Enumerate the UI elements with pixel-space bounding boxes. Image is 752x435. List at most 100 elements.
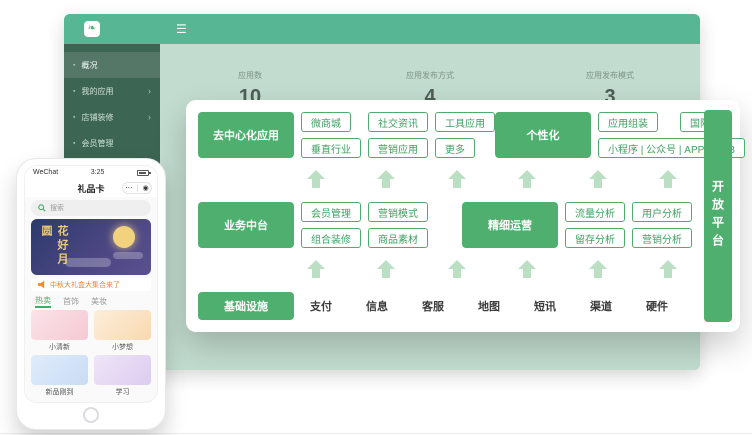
block-decentralized-apps: 去中心化应用 xyxy=(198,112,294,158)
arch-button-micro-mall[interactable]: 微商城 xyxy=(301,112,351,132)
button-grid: 会员管理 营销模式 组合装修 商品素材 xyxy=(301,202,428,248)
capsule-divider xyxy=(136,184,138,192)
up-arrow-icon xyxy=(588,259,608,280)
home-button[interactable] xyxy=(83,407,99,423)
up-arrow-icon xyxy=(447,169,467,190)
architecture-card: 去中心化应用 微商城 社交资讯 工具应用 垂直行业 营销应用 更多 个性化 应用… xyxy=(186,100,746,332)
sidebar-item-overview[interactable]: ▪ 概况 xyxy=(64,52,160,78)
up-arrow-icon xyxy=(306,169,326,190)
arrow-row xyxy=(198,259,692,281)
product-card[interactable]: 小梦想 xyxy=(94,310,151,352)
menu-bullet-icon: ▪ xyxy=(73,61,76,69)
cloud-icon xyxy=(113,252,143,259)
sidebar-item-label: 会员管理 xyxy=(81,138,114,148)
arch-button-retention-analysis[interactable]: 留存分析 xyxy=(565,228,625,248)
category-tabs: 热卖 首饰 美妆 xyxy=(25,294,157,308)
up-arrow-icon xyxy=(658,169,678,190)
logo-glyph: ❧ xyxy=(87,23,97,34)
product-card[interactable]: 学习 xyxy=(94,355,151,397)
arch-button-marketing-mode[interactable]: 营销模式 xyxy=(368,202,428,222)
chevron-right-icon: › xyxy=(148,112,151,122)
phone-screen: WeChat 3:25 礼品卡 ⋯ ◉ 搜索 花好月圆 xyxy=(24,165,158,403)
up-arrow-icon xyxy=(306,259,326,280)
group-business-platform: 业务中台 会员管理 营销模式 组合装修 商品素材 xyxy=(198,202,428,248)
app-logo-icon: ❧ xyxy=(84,21,100,37)
sidebar-item-members[interactable]: ▪ 会员管理 xyxy=(64,130,160,156)
status-bar: WeChat 3:25 xyxy=(25,166,157,179)
product-caption: 小清新 xyxy=(49,344,70,351)
product-caption: 小梦想 xyxy=(112,344,133,351)
group-fine-operation: 精细运营 流量分析 用户分析 留存分析 营销分析 xyxy=(462,202,692,248)
sidebar-item-shop-decoration[interactable]: ▪ 店铺装修 › xyxy=(64,104,160,130)
arch-button-app-assembly[interactable]: 应用组装 xyxy=(598,112,658,132)
moon-icon xyxy=(113,226,135,248)
menu-bullet-icon: ▪ xyxy=(73,87,76,95)
tab-jewelry[interactable]: 首饰 xyxy=(63,296,79,306)
search-input[interactable]: 搜索 xyxy=(31,200,151,216)
block-fine-operation: 精细运营 xyxy=(462,202,558,248)
banner[interactable]: 花好月圆 xyxy=(31,219,151,275)
arch-button-tool-apps[interactable]: 工具应用 xyxy=(435,112,495,132)
sidebar-item-label: 概况 xyxy=(81,60,98,70)
button-grid: 微商城 社交资讯 工具应用 垂直行业 营销应用 更多 xyxy=(301,112,495,158)
product-image xyxy=(31,310,88,340)
menu-bullet-icon: ▪ xyxy=(73,113,76,121)
arch-button-product-material[interactable]: 商品素材 xyxy=(368,228,428,248)
infra-item-channel: 渠道 xyxy=(590,301,612,313)
up-arrow-icon xyxy=(447,259,467,280)
infra-item-map: 地图 xyxy=(478,301,500,313)
product-caption: 学习 xyxy=(115,389,130,396)
tab-beauty[interactable]: 美妆 xyxy=(91,296,107,306)
group-decentralized-apps: 去中心化应用 微商城 社交资讯 工具应用 垂直行业 营销应用 更多 xyxy=(198,112,495,158)
status-carrier: WeChat xyxy=(33,169,59,176)
more-icon[interactable]: ⋯ xyxy=(125,185,133,192)
arch-row-infrastructure: 基础设施 支付 信息 客服 地图 短讯 渠道 硬件 xyxy=(198,292,692,320)
infrastructure-items: 支付 信息 客服 地图 短讯 渠道 硬件 xyxy=(294,298,692,314)
block-personalization: 个性化 xyxy=(495,112,591,158)
up-arrow-icon xyxy=(376,169,396,190)
stat-value: 3 xyxy=(604,86,616,108)
tab-hot[interactable]: 热卖 xyxy=(35,295,51,308)
architecture-rows: 去中心化应用 微商城 社交资讯 工具应用 垂直行业 营销应用 更多 个性化 应用… xyxy=(198,112,746,320)
infra-item-payment: 支付 xyxy=(310,301,332,313)
arch-button-more[interactable]: 更多 xyxy=(435,138,475,158)
mini-program-navbar: 礼品卡 ⋯ ◉ xyxy=(25,179,157,197)
arch-row-middle-platform: 业务中台 会员管理 营销模式 组合装修 商品素材 精细运营 流量分析 用户分析 … xyxy=(198,202,692,248)
product-grid: 小清新 小梦想 新品刚到 学习 xyxy=(25,308,157,397)
wechat-capsule: ⋯ ◉ xyxy=(122,182,152,194)
up-arrow-icon xyxy=(588,169,608,190)
up-arrow-icon xyxy=(517,259,537,280)
megaphone-icon xyxy=(37,280,45,289)
dashboard-header: ❧ ☰ xyxy=(64,14,700,44)
page-divider xyxy=(0,433,752,434)
product-card[interactable]: 小清新 xyxy=(31,310,88,352)
up-arrow-icon xyxy=(376,259,396,280)
hamburger-icon[interactable]: ☰ xyxy=(176,22,187,36)
sidebar-item-label: 我的应用 xyxy=(81,86,114,96)
arch-button-user-analysis[interactable]: 用户分析 xyxy=(632,202,692,222)
product-image xyxy=(94,310,151,340)
phone-chin xyxy=(24,407,158,431)
notice-bar: 中秋大礼盒大集合来了 xyxy=(31,278,151,291)
up-arrow-icon xyxy=(658,259,678,280)
arch-button-member-management[interactable]: 会员管理 xyxy=(301,202,361,222)
arch-button-social-info[interactable]: 社交资讯 xyxy=(368,112,428,132)
arch-button-traffic-analysis[interactable]: 流量分析 xyxy=(565,202,625,222)
arch-button-combined-decoration[interactable]: 组合装修 xyxy=(301,228,361,248)
chevron-right-icon: › xyxy=(148,86,151,96)
battery-icon xyxy=(136,169,151,176)
arch-button-marketing-analysis[interactable]: 营销分析 xyxy=(632,228,692,248)
arch-button-vertical-industry[interactable]: 垂直行业 xyxy=(301,138,361,158)
stat-label: 应用发布模式 xyxy=(586,71,634,80)
product-card[interactable]: 新品刚到 xyxy=(31,355,88,397)
sidebar-item-my-apps[interactable]: ▪ 我的应用 › xyxy=(64,78,160,104)
block-business-platform: 业务中台 xyxy=(198,202,294,248)
menu-bullet-icon: ▪ xyxy=(73,139,76,147)
product-image xyxy=(94,355,151,385)
stat-label: 应用发布方式 xyxy=(406,71,454,80)
product-image xyxy=(31,355,88,385)
exit-circle-icon[interactable]: ◉ xyxy=(142,185,149,192)
open-platform-bar: 开放平台 xyxy=(704,110,732,322)
arch-button-marketing-apps[interactable]: 营销应用 xyxy=(368,138,428,158)
infra-item-hardware: 硬件 xyxy=(646,301,668,313)
